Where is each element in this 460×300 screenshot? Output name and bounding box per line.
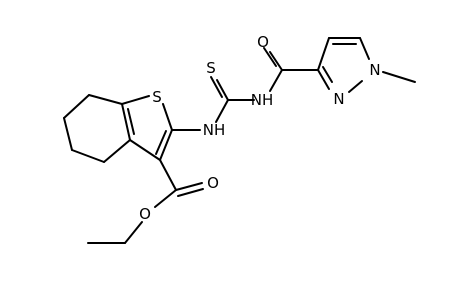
bond	[177, 188, 204, 197]
atom-label-nh-right: NH	[251, 91, 274, 109]
bond	[359, 37, 370, 60]
atom-label-o-ester-ether: O	[139, 205, 151, 223]
bond	[159, 129, 173, 161]
bond	[124, 221, 143, 244]
bond	[121, 95, 150, 105]
bond-layer	[63, 37, 416, 244]
bond	[162, 103, 173, 131]
bond	[63, 94, 90, 119]
atom-label-n2-pyrazole: N	[333, 90, 344, 108]
atom-label-o-amide: O	[257, 33, 269, 51]
bond	[103, 139, 131, 163]
bond	[155, 130, 167, 155]
bond	[348, 80, 363, 93]
bond	[88, 94, 123, 105]
atom-label-layer: S S NH NH O N N O O	[139, 33, 381, 223]
bond	[71, 149, 105, 163]
bond	[159, 159, 177, 191]
bond	[317, 69, 330, 90]
bond	[216, 79, 229, 101]
bond	[317, 37, 330, 71]
bond	[127, 108, 135, 135]
atom-label-s-thioxo: S	[206, 59, 216, 77]
atom-label-o-ester-carbonyl: O	[207, 174, 219, 192]
atom-label-s-thiophene: S	[152, 88, 162, 106]
bond	[263, 47, 277, 67]
bond	[382, 71, 416, 83]
atom-label-n1-pyrazole: N	[369, 61, 380, 79]
bond	[63, 117, 73, 151]
bond	[129, 139, 161, 161]
bond	[269, 69, 283, 92]
bond	[210, 76, 223, 98]
bond	[154, 189, 177, 208]
bond	[215, 99, 229, 123]
bond	[269, 51, 283, 71]
atom-label-nh-left: NH	[203, 121, 226, 139]
bond	[322, 66, 333, 83]
bond	[121, 103, 131, 141]
bond	[175, 182, 203, 191]
